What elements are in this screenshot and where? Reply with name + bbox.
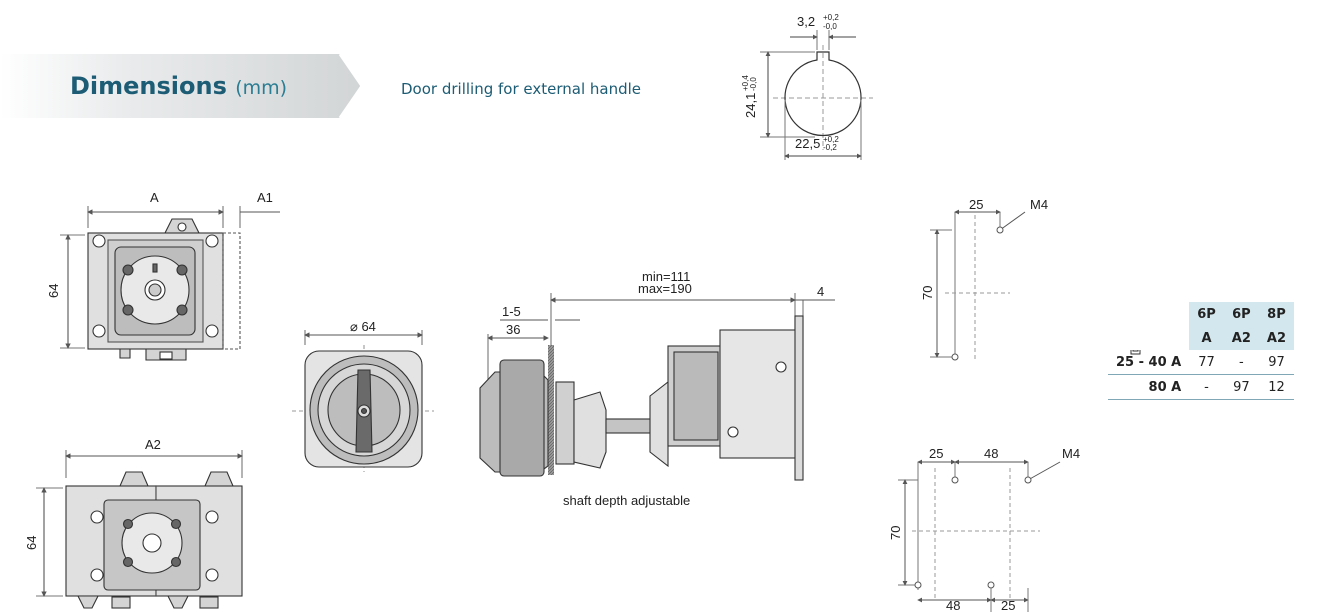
page-title-text: Dimensions [70, 72, 227, 100]
table-header-cell: 6P [1223, 302, 1259, 326]
page-title-unit: (mm) [235, 77, 288, 99]
single-thread-label: M4 [1030, 197, 1048, 212]
title-banner [0, 53, 364, 119]
section-subtitle: Door drilling for external handle [401, 80, 641, 98]
drill-diameter-label: 22,5 [795, 136, 820, 151]
table-header-cell: A2 [1258, 326, 1295, 350]
dim-a-label: A [150, 190, 159, 205]
top-height-label: 64 [46, 284, 61, 298]
table-header-cell: A [1189, 326, 1224, 350]
single-y-label: 70 [920, 286, 935, 300]
dim-range-label: 1-5 [502, 304, 521, 319]
bottom-height-label: 64 [24, 536, 39, 550]
table-header-cell: 8P [1258, 302, 1295, 326]
drill-height-tol-sup: +0,4 [741, 75, 750, 91]
handle-diameter-label: ⌀ 64 [350, 319, 376, 334]
table-row: 80 A - 97 12 [1108, 375, 1295, 400]
table-cell: 12 [1268, 379, 1285, 395]
table-header-cell: 6P [1189, 302, 1224, 326]
double-x1-label: 25 [929, 446, 943, 461]
table-corner-cell [1108, 326, 1190, 350]
double-bx1-label: 48 [946, 598, 960, 612]
table-cell: - [1204, 379, 1209, 395]
drill-diameter-tol-sub: -0,2 [823, 143, 837, 152]
double-y-label: 70 [888, 526, 903, 540]
drill-width-tol-sup: +0,2 [823, 13, 839, 22]
table-header-row: 6P 6P 8P [1108, 302, 1295, 326]
shaft-caption: shaft depth adjustable [563, 493, 691, 508]
table-cell: 97 [1233, 379, 1250, 395]
double-thread-label: M4 [1062, 446, 1080, 461]
drill-height-group: 24,1 +0,4 -0,0 [741, 75, 758, 118]
shaft-max-label: max=190 [638, 281, 692, 296]
table-corner-cell [1108, 302, 1190, 326]
mounting-holes-single [930, 209, 1026, 361]
ratings-table: 6P 6P 8P A A2 A2 25 - 40 A 77 - 97 80 A … [1108, 302, 1295, 400]
mounting-holes-double [898, 459, 1061, 612]
drill-height-label: 24,1 [743, 93, 758, 118]
switch-bottom-view [36, 450, 243, 609]
table-cell: - [1239, 354, 1244, 370]
row-label: 25 - 40 A [1116, 354, 1182, 370]
table-header-cell: A2 [1223, 326, 1259, 350]
drill-height-tol-sub: -0,0 [749, 77, 758, 91]
table-cell: 77 [1198, 354, 1215, 370]
handle-front-view [292, 330, 434, 472]
single-x-label: 25 [969, 197, 983, 212]
double-bx2-label: 25 [1001, 598, 1015, 612]
switch-top-view [60, 206, 280, 361]
page-title: Dimensions (mm) [70, 72, 287, 100]
table-cell: 97 [1268, 354, 1285, 370]
door-drilling-diagram [760, 30, 873, 160]
drill-width-label: 3,2 [797, 14, 815, 29]
double-x2-label: 48 [984, 446, 998, 461]
shaft-min-label: min=111 [642, 269, 690, 284]
table-header-row: A A2 A2 [1108, 326, 1295, 350]
row-label: 80 A [1148, 379, 1182, 395]
dim-depth-label: 36 [506, 322, 520, 337]
drill-width-tol-sub: -0,0 [823, 22, 837, 31]
drill-diameter-tol-sup: +0,2 [823, 135, 839, 144]
table-row: 25 - 40 A 77 - 97 [1108, 350, 1295, 375]
side-assembly-view [479, 293, 835, 481]
dim-a1-label: A1 [257, 190, 273, 205]
dim-end-label: 4 [817, 284, 824, 299]
dim-a2-label: A2 [145, 437, 161, 452]
